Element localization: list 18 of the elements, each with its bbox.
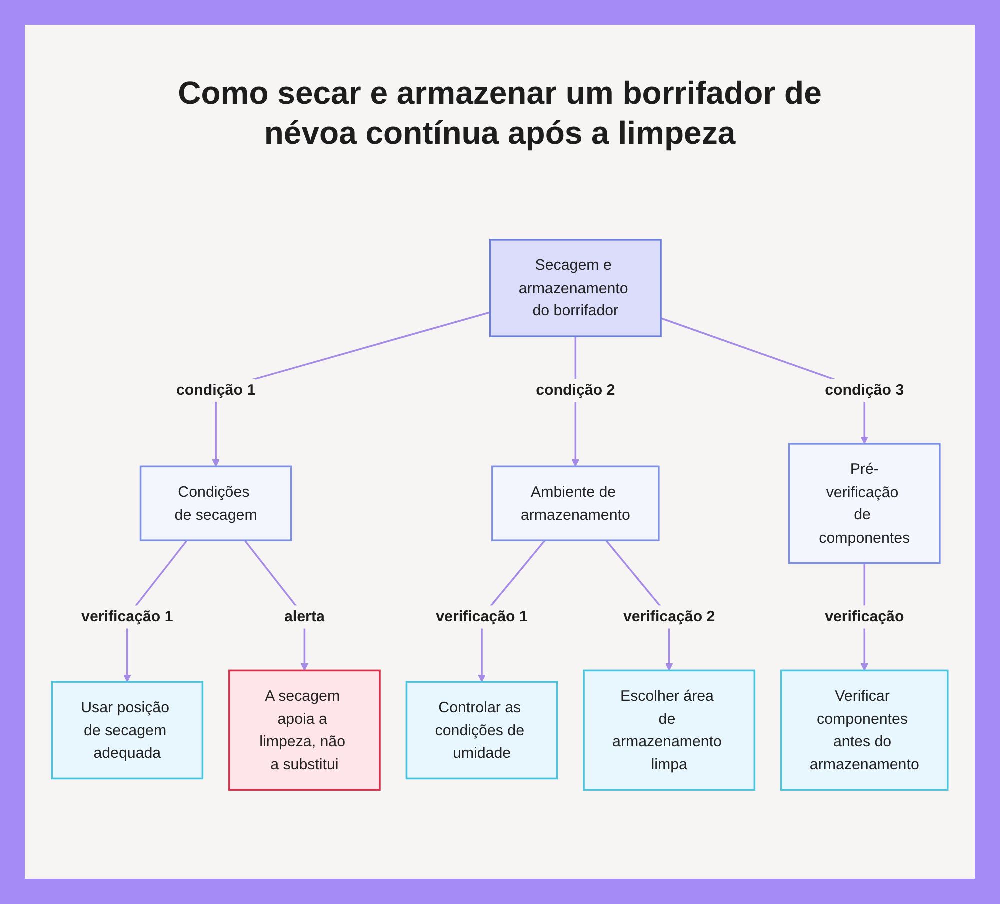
edge-label: condição 3 — [825, 382, 904, 399]
diagram-title: Como secar e armazenar um borrifador de névoa contínua após a limpeza — [177, 74, 823, 153]
edge-label: verificação 2 — [623, 608, 716, 626]
edge-label: condição 1 — [176, 382, 256, 399]
edge-label: condição 2 — [536, 382, 616, 399]
node-box: Escolher área de armazenamento limpa — [583, 670, 756, 791]
edge-label: alerta — [284, 608, 325, 626]
node-box: Pré-verificação de componentes — [788, 443, 941, 564]
node-box: Verificar componentes antes do armazenamento — [780, 670, 949, 791]
node-box: A secagem apoia a limpeza, não a substitui — [228, 670, 381, 791]
node-box: Condições de secagem — [140, 466, 292, 542]
node-box: Usar posição de secagem adequada — [51, 681, 204, 780]
edge-label: verificação — [825, 608, 904, 626]
node-box: Controlar as condições de umidade — [406, 681, 558, 780]
edge-label: verificação 1 — [436, 608, 528, 626]
node-box: Ambiente de armazenamento — [492, 466, 660, 542]
node-box: Secagem e armazenamento do borrifador — [489, 239, 662, 338]
edge-label: verificação 1 — [82, 608, 174, 626]
